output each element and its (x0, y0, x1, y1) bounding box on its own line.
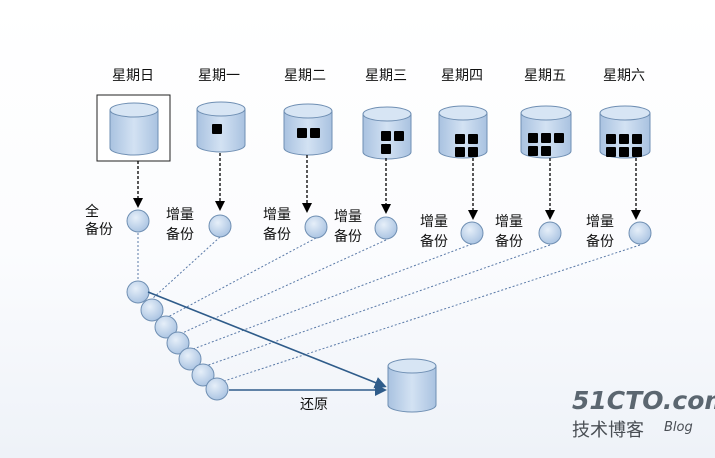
day-label-tuesday: 星期二 (284, 68, 326, 84)
restore-target-cylinder (387, 358, 437, 413)
data-block (606, 134, 616, 144)
incremental-node-saturday (628, 221, 652, 245)
incremental-node-thursday (460, 221, 484, 245)
data-block (541, 146, 551, 156)
cylinder-wednesday (362, 106, 412, 160)
restore-connectors (137, 233, 641, 385)
incremental-label-saturday-1: 增量 (586, 214, 614, 230)
incremental-node-wednesday (374, 216, 398, 240)
incremental-label-tuesday-1: 增量 (263, 207, 291, 223)
day-label-friday: 星期五 (524, 68, 566, 84)
chain-node-5 (178, 347, 202, 371)
data-block (619, 134, 629, 144)
data-block (541, 133, 551, 143)
chain-node-4 (166, 331, 190, 355)
data-block (394, 131, 404, 141)
data-block (632, 147, 642, 157)
data-block (455, 134, 465, 144)
restore-arrow-diagonal (147, 291, 387, 389)
incremental-node-tuesday (304, 215, 328, 239)
incremental-label-wednesday-2: 备份 (334, 228, 362, 245)
full-backup-node (126, 209, 150, 233)
day-label-monday: 星期一 (198, 68, 240, 84)
cylinder-saturday (599, 105, 651, 159)
incremental-label-saturday-2: 备份 (586, 233, 614, 250)
data-block (468, 134, 478, 144)
data-block (310, 128, 320, 138)
restore-arrows (147, 291, 387, 396)
data-block (632, 134, 642, 144)
watermark-blog: Blog (664, 420, 693, 435)
incremental-label-thursday-1: 增量 (420, 214, 448, 230)
day-label-thursday: 星期四 (441, 68, 483, 84)
chain-node-2 (140, 298, 164, 322)
data-block (212, 124, 222, 134)
cylinder-thursday (438, 105, 488, 159)
backup-nodes (126, 209, 652, 245)
cylinder-sunday (109, 102, 159, 156)
incremental-label-thursday-2: 备份 (420, 233, 448, 250)
data-block (381, 144, 391, 154)
restore-label: 还原 (300, 397, 328, 413)
cylinder-monday (196, 101, 246, 153)
cylinder-tuesday (283, 103, 333, 156)
data-block (297, 128, 307, 138)
incremental-label-friday-2: 备份 (495, 233, 523, 250)
chain-node-6 (191, 363, 215, 387)
watermark-main: 51CTO.com (572, 386, 715, 415)
data-block (606, 147, 616, 157)
data-block (468, 147, 478, 157)
incremental-label-friday-1: 增量 (495, 214, 523, 230)
incremental-node-friday (538, 221, 562, 245)
cylinder-friday (520, 105, 572, 159)
watermark-sub: 技术博客 (572, 420, 644, 441)
data-block (619, 147, 629, 157)
restore-chain (126, 280, 229, 401)
chain-node-1 (126, 280, 150, 304)
data-block (528, 146, 538, 156)
day-label-sunday: 星期日 (112, 68, 154, 84)
data-block (554, 133, 564, 143)
watermark-logo: 51CTO.com 技术博客 Blog (572, 386, 715, 441)
incremental-label-tuesday-2: 备份 (263, 226, 291, 243)
backup-arrows (133, 153, 641, 220)
full-backup-label-line2: 备份 (85, 221, 113, 238)
data-block (455, 147, 465, 157)
backup-labels: 全 备份 增量 备份 增量 备份 增量 备份 增量 备份 增量 备份 增量 备份 (85, 203, 614, 250)
data-block (528, 133, 538, 143)
day-label-saturday: 星期六 (603, 68, 645, 84)
incremental-label-wednesday-1: 增量 (334, 209, 362, 225)
chain-node-7 (205, 377, 229, 401)
day-labels: 星期日 星期一 星期二 星期三 星期四 星期五 星期六 (112, 68, 645, 84)
full-backup-label-line1: 全 (85, 203, 99, 220)
incremental-label-monday-1: 增量 (166, 207, 194, 223)
incremental-node-monday (208, 214, 232, 238)
chain-node-3 (154, 315, 178, 339)
day-label-wednesday: 星期三 (365, 68, 407, 84)
data-block (381, 131, 391, 141)
incremental-label-monday-2: 备份 (166, 226, 194, 243)
